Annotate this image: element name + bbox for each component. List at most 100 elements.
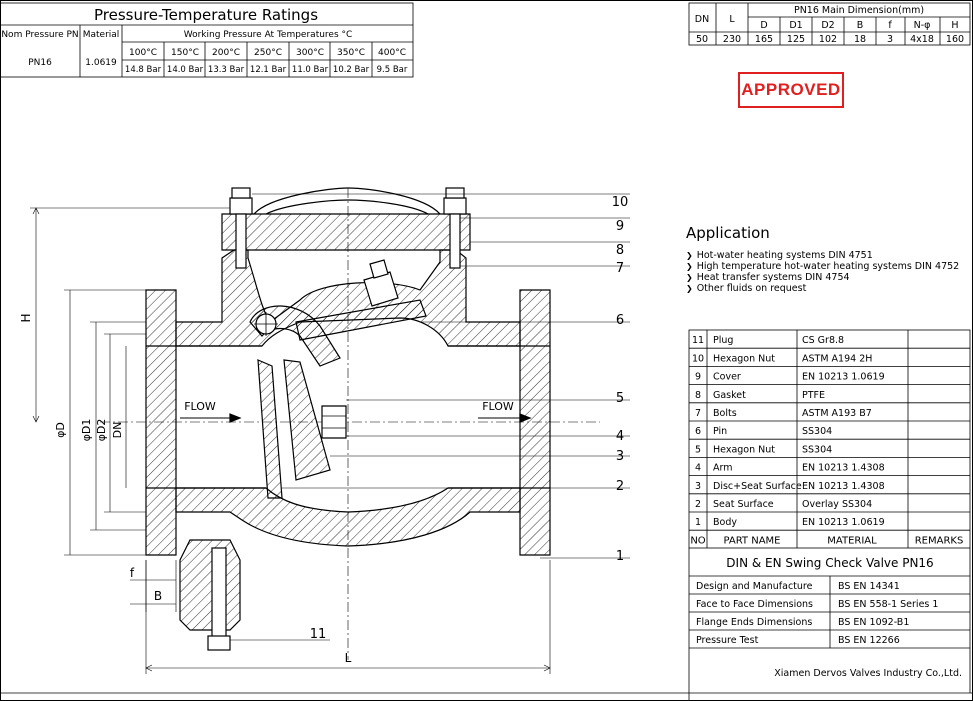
callout-2: 2 <box>616 479 624 494</box>
application-item: Heat transfer systems DIN 4754 <box>686 272 959 283</box>
part-name: Cover <box>713 372 741 383</box>
title-block <box>688 548 971 701</box>
dim-label-b: B <box>154 589 162 603</box>
dim-dn-value: 50 <box>696 34 708 45</box>
callout-6: 6 <box>616 313 624 328</box>
part-name: Hexagon Nut <box>713 353 775 364</box>
dim-l-value: 230 <box>723 34 741 45</box>
pt-pressure: 11.0 Bar <box>292 65 329 75</box>
std-label: Flange Ends Dimensions <box>696 617 812 628</box>
dim-label-d1: φD1 <box>80 419 93 442</box>
callout-7: 7 <box>616 261 624 276</box>
part-number: 9 <box>695 372 701 383</box>
std-value: BS EN 1092-B1 <box>838 617 909 628</box>
parts-header-material: MATERIAL <box>827 535 877 546</box>
part-name: Body <box>713 517 737 528</box>
pt-material-value: 1.0619 <box>85 58 117 68</box>
pt-temp: 300°C <box>296 48 324 58</box>
dim-label-d: φD <box>54 422 67 438</box>
callout-3: 3 <box>616 449 624 464</box>
part-number: 1 <box>695 517 701 528</box>
dim-col-dn: DN <box>695 14 709 25</box>
part-material: Overlay SS304 <box>802 499 872 510</box>
pt-temp: 100°C <box>129 48 157 58</box>
part-number: 10 <box>692 353 704 364</box>
pt-col-material: Material <box>83 30 120 40</box>
valve-title: DIN & EN Swing Check Valve PN16 <box>726 556 933 570</box>
pt-pn-value: PN16 <box>28 58 52 68</box>
part-material: ASTM A194 2H <box>802 353 872 364</box>
dimension-table <box>688 2 971 46</box>
part-material: CS Gr8.8 <box>802 335 844 346</box>
application-item: High temperature hot-water heating syste… <box>686 261 960 272</box>
part-name: Seat Surface <box>713 499 774 510</box>
dim-table-title: PN16 Main Dimension(mm) <box>794 5 924 16</box>
part-material: EN 10213 1.4308 <box>802 481 885 492</box>
part-number: 8 <box>695 390 701 401</box>
dim-value: 4x18 <box>910 34 934 45</box>
std-value: BS EN 558-1 Series 1 <box>838 599 938 610</box>
part-material: EN 10213 1.0619 <box>802 517 885 528</box>
dim-label-h: H <box>19 313 33 322</box>
dim-value: 160 <box>946 34 964 45</box>
part-number: 11 <box>692 335 704 346</box>
pt-temp: 200°C <box>212 48 240 58</box>
application-list: Hot-water heating systems DIN 4751 High … <box>686 250 960 294</box>
pt-col-working: Working Pressure At Temperatures °C <box>184 30 353 40</box>
parts-header-remarks: REMARKS <box>915 535 964 546</box>
pt-pressure: 12.1 Bar <box>250 65 287 75</box>
std-label: Design and Manufacture <box>696 581 813 592</box>
pt-table-title: Pressure-Temperature Ratings <box>94 6 318 24</box>
callout-11: 11 <box>310 627 327 642</box>
pt-pressure: 10.2 Bar <box>333 65 370 75</box>
company-name: Xiamen Dervos Valves Industry Co.,Ltd. <box>774 668 962 679</box>
dim-col-l: L <box>729 14 735 25</box>
valve-cross-section <box>30 187 630 674</box>
pt-pressure: 9.5 Bar <box>377 65 408 75</box>
pt-pressure: 14.0 Bar <box>167 65 204 75</box>
std-value: BS EN 12266 <box>838 635 900 646</box>
dim-value: 125 <box>787 34 805 45</box>
std-label: Face to Face Dimensions <box>696 599 813 610</box>
part-material: SS304 <box>802 444 832 455</box>
callout-8: 8 <box>616 243 624 258</box>
flow-label-left: FLOW <box>184 400 216 413</box>
dim-value: 102 <box>819 34 837 45</box>
part-name: Pin <box>713 426 727 437</box>
dim-header: H <box>951 20 958 31</box>
application-item: Hot-water heating systems DIN 4751 <box>686 250 959 261</box>
pt-temp: 150°C <box>171 48 199 58</box>
pt-temp: 350°C <box>337 48 365 58</box>
pt-pressure: 13.3 Bar <box>208 65 245 75</box>
dim-value: 3 <box>887 34 893 45</box>
part-material: EN 10213 1.0619 <box>802 372 885 383</box>
dim-header: D <box>760 20 767 31</box>
dim-label-f: f <box>130 566 135 580</box>
callout-10: 10 <box>612 195 629 210</box>
application-title: Application <box>686 224 770 242</box>
part-name: Bolts <box>713 408 737 419</box>
dim-value: 18 <box>854 34 866 45</box>
dim-header: D2 <box>821 20 834 31</box>
callout-1: 1 <box>616 549 624 564</box>
pt-col-pn: Nom Pressure PN <box>1 30 78 40</box>
dim-header: D1 <box>789 20 802 31</box>
dim-header: N-φ <box>914 20 931 31</box>
part-material: SS304 <box>802 426 832 437</box>
pt-temp: 400°C <box>378 48 406 58</box>
pt-pressure: 14.8 Bar <box>125 65 162 75</box>
part-material: ASTM A193 B7 <box>802 408 872 419</box>
part-number: 3 <box>695 481 701 492</box>
pressure-temperature-table <box>0 2 414 78</box>
parts-header-no: NO <box>690 535 705 546</box>
dim-header: f <box>888 20 892 31</box>
callout-4: 4 <box>616 429 624 444</box>
part-number: 2 <box>695 499 701 510</box>
callout-5: 5 <box>616 391 624 406</box>
dim-label-dn: DN <box>111 422 124 439</box>
flow-label-right: FLOW <box>482 400 514 413</box>
parts-header-name: PART NAME <box>723 535 780 546</box>
std-label: Pressure Test <box>696 635 759 646</box>
part-number: 4 <box>695 463 701 474</box>
